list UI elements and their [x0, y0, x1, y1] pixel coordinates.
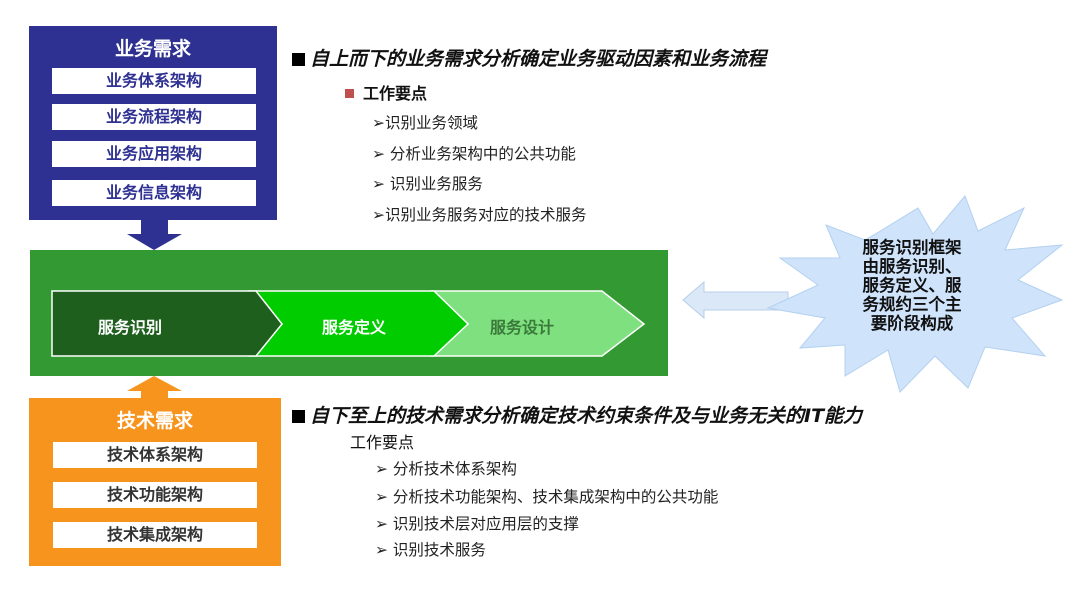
bottom-bullet: ➢ 分析技术体系架构 [375, 460, 517, 478]
callout-text: 服务识别框架 由服务识别、 服务定义、服 务规约三个主 要阶段构成 [843, 238, 981, 333]
chevron-step-1 [51, 290, 283, 357]
top-heading: 自上而下的业务需求分析确定业务驱动因素和业务流程 [292, 44, 766, 71]
starburst-shape [766, 195, 1064, 393]
callout-line: 由服务识别、 [862, 257, 962, 276]
top-bullet: ➢识别业务服务对应的技术服务 [372, 206, 587, 224]
top-subheading-text: 工作要点 [363, 84, 428, 103]
square-bullet-icon [292, 53, 305, 66]
callout-line: 服务定义、服 [862, 276, 962, 295]
top-bullet: ➢识别业务领域 [372, 114, 478, 132]
business-item: 业务信息架构 [52, 180, 256, 206]
bottom-heading-text: 自下至上的技术需求分析确定技术约束条件及与业务无关的IT能力 [310, 405, 863, 427]
business-item: 业务体系架构 [52, 68, 256, 94]
bottom-bullet: ➢ 分析技术功能架构、技术集成架构中的公共功能 [375, 488, 719, 506]
top-bullet: ➢ 识别业务服务 [372, 175, 483, 193]
technical-item: 技术集成架构 [53, 522, 257, 548]
up-arrow [127, 376, 182, 398]
callout-line: 要阶段构成 [870, 314, 954, 333]
square-bullet-icon [292, 410, 305, 423]
top-bullet: ➢ 分析业务架构中的公共功能 [372, 145, 576, 163]
callout-line: 服务识别框架 [862, 238, 962, 257]
down-arrow [127, 220, 182, 250]
bottom-heading: 自下至上的技术需求分析确定技术约束条件及与业务无关的IT能力 [292, 401, 862, 428]
top-subheading: 工作要点 [345, 80, 427, 104]
business-requirement-title: 业务需求 [114, 38, 191, 60]
business-item: 业务应用架构 [52, 141, 256, 167]
top-heading-text: 自上而下的业务需求分析确定业务驱动因素和业务流程 [310, 48, 767, 70]
technical-item: 技术体系架构 [53, 442, 257, 468]
step-label-design: 服务设计 [490, 318, 555, 337]
bottom-bullet: ➢ 识别技术服务 [375, 541, 486, 559]
business-item: 业务流程架构 [52, 104, 256, 130]
red-square-bullet-icon [345, 89, 354, 98]
step-label-define: 服务定义 [322, 318, 387, 337]
technical-requirement-title: 技术需求 [116, 410, 193, 432]
callout-line: 务规约三个主 [862, 295, 962, 314]
step-label-identify: 服务识别 [98, 318, 163, 337]
bottom-bullet: ➢ 识别技术层对应用层的支撑 [375, 515, 579, 533]
technical-item: 技术功能架构 [53, 482, 257, 508]
bottom-subheading: 工作要点 [350, 433, 415, 452]
